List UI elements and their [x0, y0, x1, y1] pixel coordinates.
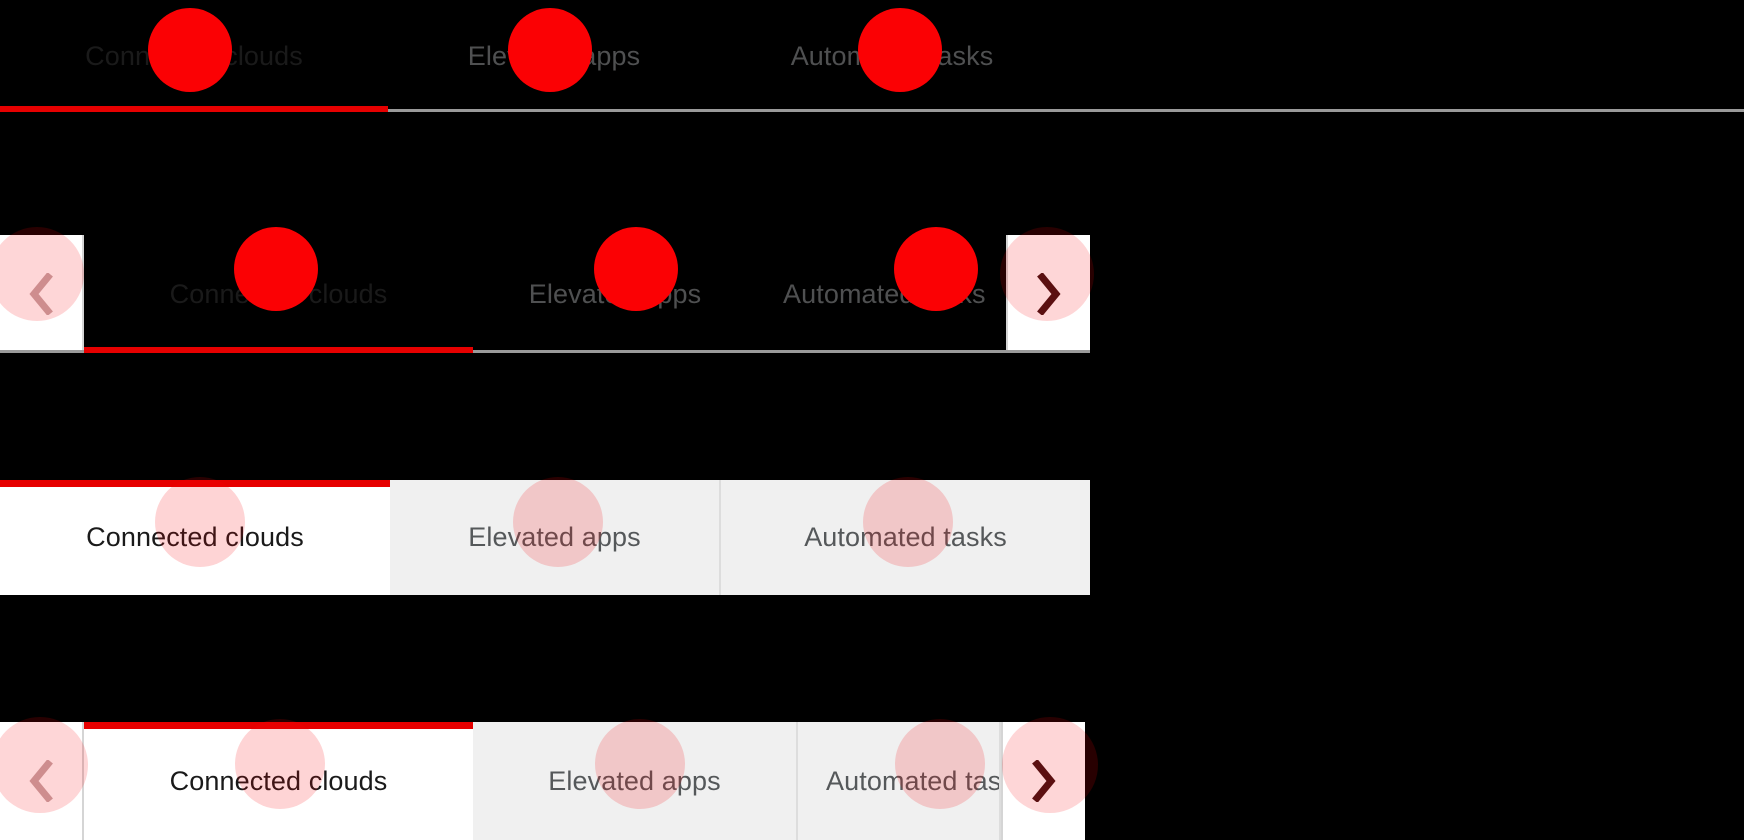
scroll-left-button[interactable] — [0, 722, 84, 840]
tab-connected-clouds[interactable]: Connected clouds — [0, 0, 388, 112]
scroll-right-button[interactable] — [1006, 235, 1090, 353]
tab-label: Automated tasks — [790, 40, 994, 71]
tabs-variant-underline-dark: Connected clouds Elevated apps Automated… — [0, 0, 1744, 112]
tab-automated-tasks[interactable]: Automated tasks — [720, 0, 1064, 112]
chevron-left-icon — [28, 760, 54, 802]
tab-automated-tasks[interactable]: Automated tasks — [757, 235, 1006, 353]
tab-label: Connected clouds — [85, 40, 303, 71]
chevron-right-icon — [1031, 760, 1057, 802]
tab-label: Elevated apps — [468, 522, 641, 552]
tab-label: Connected clouds — [169, 765, 388, 796]
tab-label: Elevated apps — [528, 278, 702, 309]
tab-strip: Connected clouds Elevated apps Automated… — [0, 480, 1090, 595]
tab-label: Automated tasks — [804, 522, 1007, 552]
tab-strip-baseline — [0, 350, 1090, 353]
tabs-variant-boxed-light-scrollable: Connected clouds Elevated apps Automated… — [0, 717, 1098, 840]
tab-label: Connected clouds — [169, 278, 388, 309]
tab-label: Automated tasks — [826, 765, 1001, 796]
tab-elevated-apps[interactable]: Elevated apps — [473, 235, 757, 353]
tab-elevated-apps[interactable]: Elevated apps — [390, 480, 721, 595]
tabs-variant-boxed-light: Connected clouds Elevated apps Automated… — [0, 477, 1090, 595]
tab-elevated-apps[interactable]: Elevated apps — [473, 722, 798, 840]
tab-label: Automated tasks — [783, 278, 986, 309]
tab-label: Elevated apps — [548, 765, 721, 796]
tab-strip-baseline — [0, 109, 1744, 112]
tab-automated-tasks[interactable]: Automated tasks — [798, 722, 1001, 840]
tab-elevated-apps[interactable]: Elevated apps — [388, 0, 720, 112]
chevron-right-icon — [1036, 273, 1062, 315]
scroll-left-button[interactable] — [0, 235, 84, 353]
chevron-left-icon — [28, 273, 54, 315]
tab-connected-clouds[interactable]: Connected clouds — [84, 722, 473, 840]
scroll-right-button[interactable] — [1001, 722, 1085, 840]
tab-label: Elevated apps — [467, 40, 641, 71]
tab-strip: Connected clouds Elevated apps Automated… — [0, 722, 1090, 840]
tab-strip: Connected clouds Elevated apps Automated… — [0, 0, 1744, 112]
tab-connected-clouds[interactable]: Connected clouds — [84, 235, 473, 353]
tabs-variant-underline-dark-scrollable: Connected clouds Elevated apps Automated… — [0, 227, 1094, 353]
tab-connected-clouds[interactable]: Connected clouds — [0, 480, 390, 595]
tab-automated-tasks[interactable]: Automated tasks — [721, 480, 1090, 595]
tab-strip: Connected clouds Elevated apps Automated… — [0, 235, 1090, 353]
tab-label: Connected clouds — [86, 522, 304, 552]
